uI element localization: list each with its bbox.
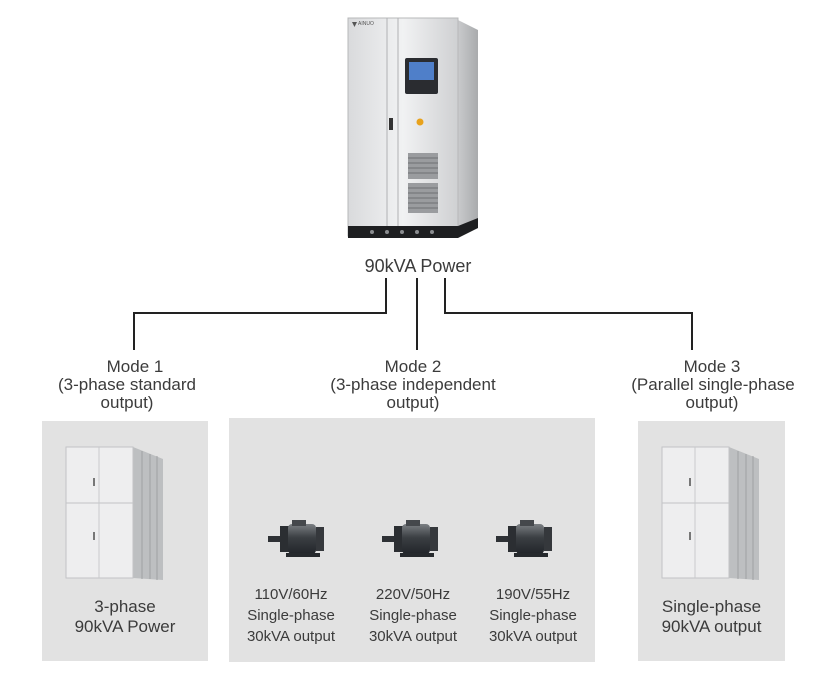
mode1-subtitle-line1: (3-phase standard (58, 375, 196, 394)
motor-icon-1 (268, 520, 324, 557)
mode2-subtitle-line1: (3-phase independent (330, 375, 496, 394)
motor1-output: 30kVA output (246, 628, 336, 645)
mode3-caption-line2: 90kVA output (661, 617, 762, 636)
main-power-label: 90kVA Power (364, 256, 472, 276)
motor3-voltage: 190V/55Hz (495, 586, 571, 603)
mode3-title: Mode 3 (683, 357, 741, 376)
mode2-subtitle-line2: output) (386, 393, 440, 412)
motor3-output: 30kVA output (488, 628, 578, 645)
top-connectors (133, 278, 693, 350)
motor2-phase: Single-phase (369, 607, 457, 624)
motor3-phase: Single-phase (489, 607, 577, 624)
motor-icon-2 (382, 520, 438, 557)
main-cabinet-illustration (347, 17, 478, 238)
mode1-title: Mode 1 (106, 357, 164, 376)
mode2-title: Mode 2 (384, 357, 442, 376)
mode3-cabinet-illustration (661, 446, 759, 580)
mode1-subtitle-line2: output) (100, 393, 154, 412)
motor1-phase: Single-phase (247, 607, 335, 624)
mode3-subtitle-line1: (Parallel single-phase (631, 375, 795, 394)
motor2-output: 30kVA output (368, 628, 458, 645)
motor2-voltage: 220V/50Hz (375, 586, 451, 603)
mode3-caption-line1: Single-phase (661, 597, 762, 616)
mode1-cabinet-illustration (65, 446, 163, 580)
mode3-subtitle-line2: output) (685, 393, 739, 412)
mode1-caption-line2: 90kVA Power (74, 617, 176, 636)
mode1-caption-line1: 3-phase (94, 597, 156, 616)
motor1-voltage: 110V/60Hz (254, 586, 328, 603)
brand-logo: AINUO (358, 21, 374, 27)
motor-icon-3 (496, 520, 552, 557)
